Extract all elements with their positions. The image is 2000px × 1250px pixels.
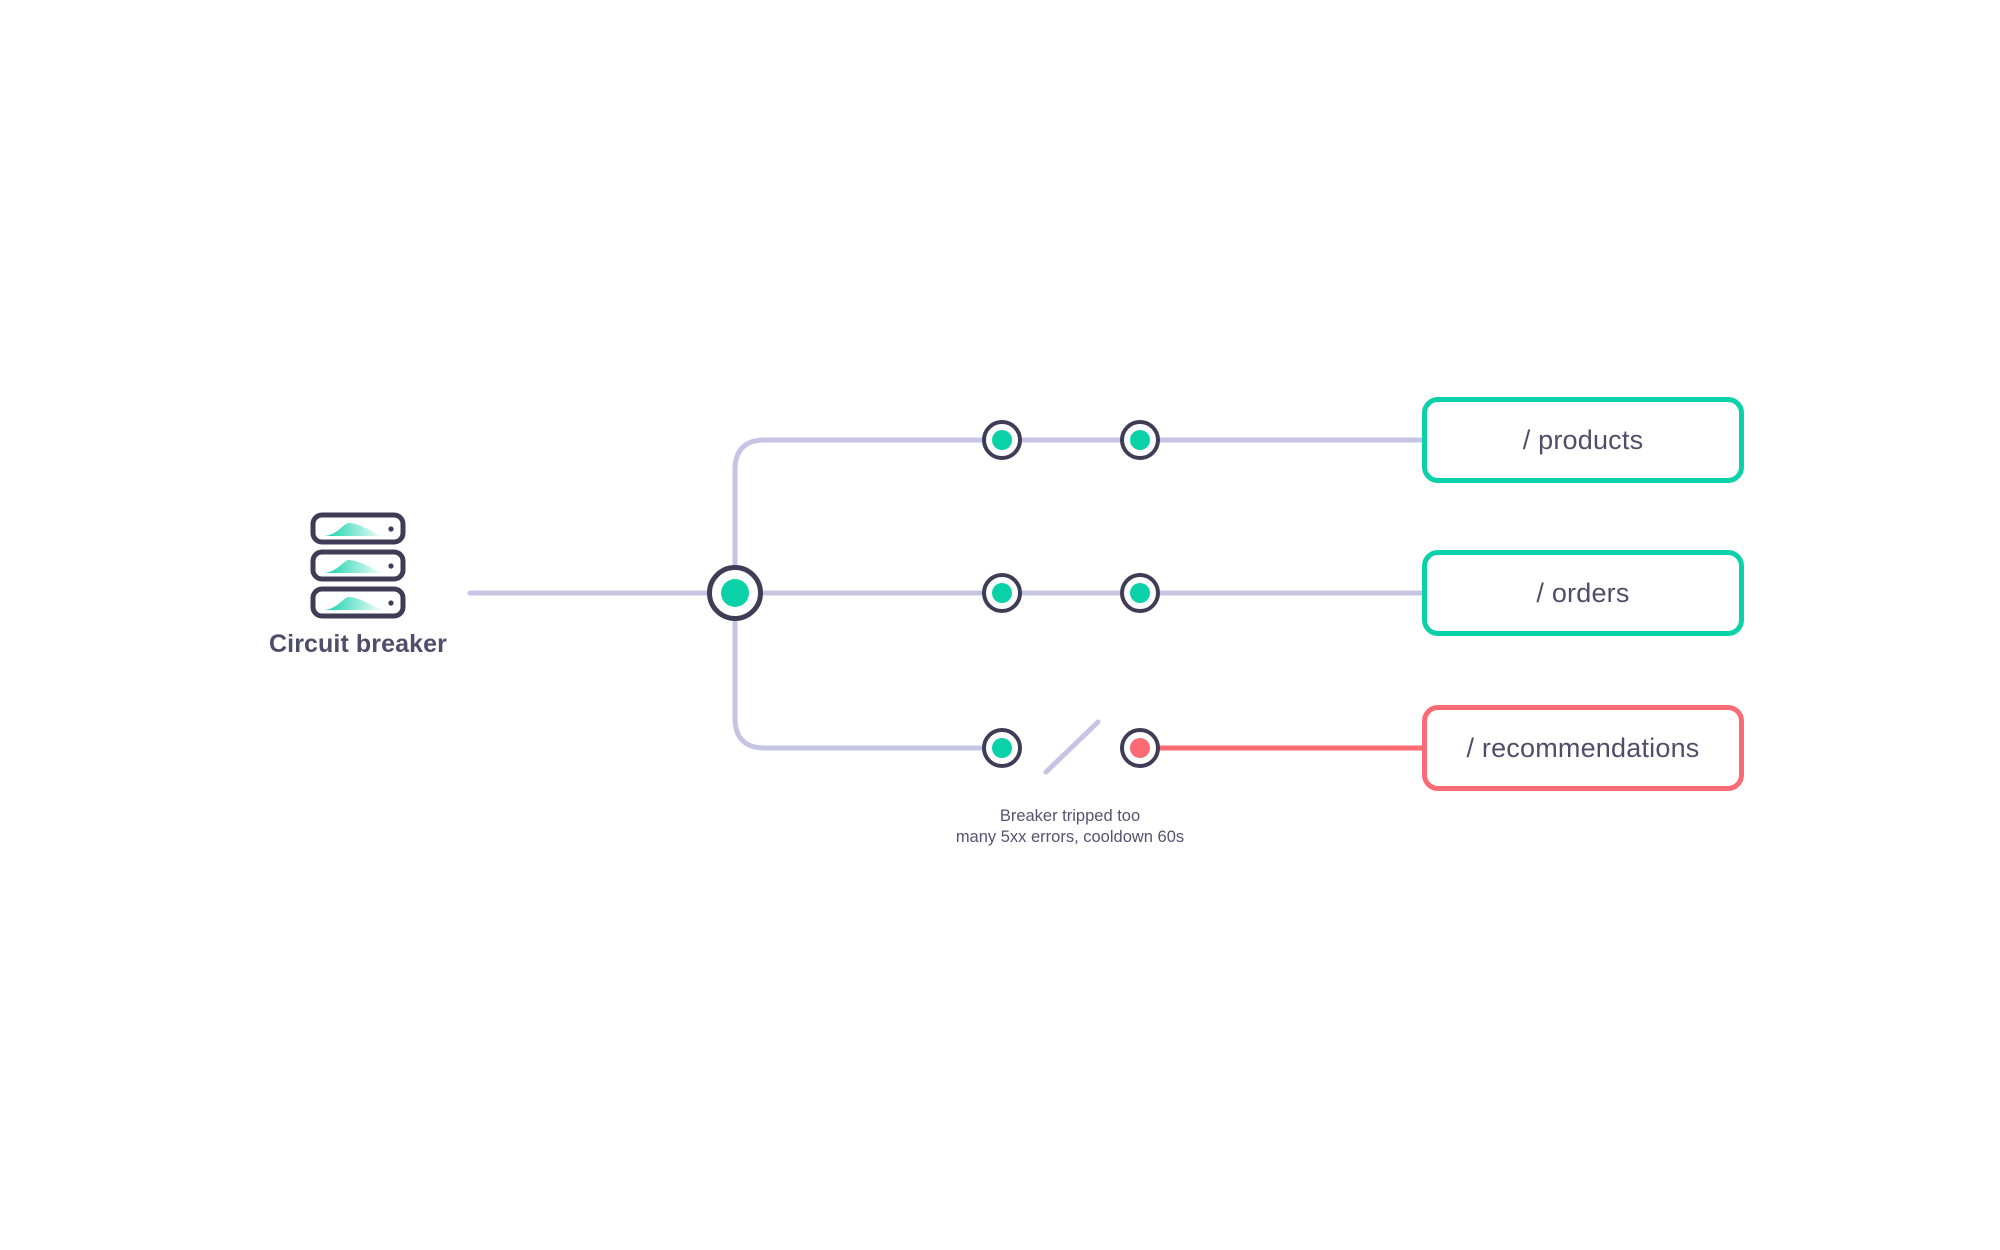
node-core <box>1130 738 1150 758</box>
wire-junction-to-products-branch <box>732 437 985 568</box>
endpoint-products-label: / products <box>1522 424 1644 455</box>
wire-junction-to-recommendations-branch <box>732 618 985 751</box>
endpoint-recommendations-label: / recommendations <box>1466 732 1700 763</box>
node-core <box>1130 583 1150 603</box>
node-core <box>992 738 1012 758</box>
products-hop1-node[interactable] <box>982 420 1022 460</box>
node-core <box>992 583 1012 603</box>
node-core <box>992 430 1012 450</box>
caption-line-2: many 5xx errors, cooldown 60s <box>955 827 1185 846</box>
node-core <box>1130 430 1150 450</box>
orders-hop2-node[interactable] <box>1120 573 1160 613</box>
circuit-breaker-source[interactable]: Circuit breaker <box>258 512 458 659</box>
orders-hop1-node[interactable] <box>982 573 1022 613</box>
breaker-tripped-caption: Breaker tripped too many 5xx errors, coo… <box>905 806 1235 848</box>
server-stack-icon <box>310 512 406 619</box>
node-core <box>721 579 749 607</box>
endpoint-orders[interactable]: / orders <box>1422 550 1744 636</box>
recommendations-hop2-node-failed[interactable] <box>1120 728 1160 768</box>
products-hop2-node[interactable] <box>1120 420 1160 460</box>
endpoint-orders-label: / orders <box>1536 577 1630 608</box>
caption-line-1: Breaker tripped too <box>999 807 1141 825</box>
endpoint-products[interactable]: / products <box>1422 397 1744 483</box>
circuit-break-slash-icon <box>1043 719 1101 775</box>
breaker-junction-node[interactable] <box>707 565 763 621</box>
recommendations-hop1-node[interactable] <box>982 728 1022 768</box>
circuit-breaker-label: Circuit breaker <box>269 630 447 658</box>
endpoint-recommendations[interactable]: / recommendations <box>1422 705 1744 791</box>
